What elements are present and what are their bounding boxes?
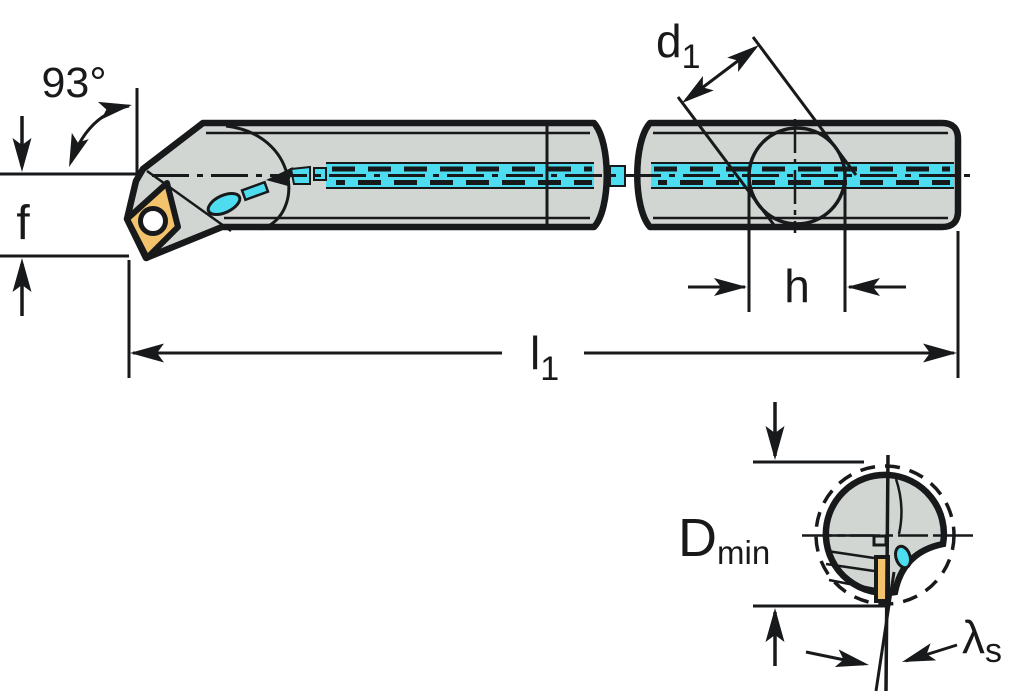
rotation-dashed-circle bbox=[814, 464, 956, 606]
h-extension-lines bbox=[747, 180, 847, 312]
angle-arc bbox=[69, 104, 130, 163]
h-arrowhead-left bbox=[714, 278, 747, 296]
d1-tangent-line-left bbox=[676, 96, 776, 226]
dmin-label: Dmin bbox=[678, 508, 770, 571]
dimension-lambda-s: λs bbox=[805, 611, 1002, 670]
lambda-arrowhead-left bbox=[834, 649, 869, 667]
l1-extension-lines bbox=[127, 231, 960, 378]
dimension-dmin: Dmin bbox=[678, 402, 886, 666]
dimension-approach-angle: 93° bbox=[41, 59, 139, 181]
d1-label: d1 bbox=[656, 15, 701, 76]
h-arrowhead-right bbox=[847, 278, 880, 296]
dimension-f: f bbox=[0, 116, 136, 316]
dmin-arrowhead-down bbox=[765, 426, 785, 460]
d1-arrowhead bbox=[682, 75, 714, 103]
f-arrowhead-up bbox=[12, 258, 32, 292]
f-arrowhead-down bbox=[12, 138, 32, 172]
coolant-nozzle bbox=[206, 165, 327, 217]
approach-angle-label: 93° bbox=[41, 59, 106, 107]
boring-bar-main-view bbox=[123, 119, 976, 262]
inclination-line bbox=[874, 571, 896, 691]
dmin-arrowhead-up bbox=[765, 608, 785, 642]
lambda-arrowhead-right bbox=[902, 643, 937, 662]
coolant-outlet bbox=[206, 191, 242, 217]
dimension-l1: l1 bbox=[127, 231, 960, 388]
section-body bbox=[822, 471, 948, 597]
dimension-h: h bbox=[688, 180, 906, 312]
insert-screw-hole bbox=[138, 206, 168, 236]
pocket-face-line bbox=[146, 169, 232, 233]
h-label: h bbox=[784, 260, 810, 312]
d1-tangent-line-right bbox=[751, 36, 858, 176]
dimension-d1: d1 bbox=[656, 15, 858, 226]
angle-arrowhead bbox=[97, 101, 132, 120]
l1-label: l1 bbox=[530, 327, 559, 388]
l1-arrowhead-right bbox=[923, 343, 957, 363]
f-label: f bbox=[16, 197, 30, 250]
f-extension-lines bbox=[0, 172, 136, 258]
cross-section-view bbox=[802, 454, 973, 691]
section-vertical-line bbox=[884, 454, 890, 691]
bar-head-and-shaft bbox=[123, 119, 610, 262]
lambda-s-label: λs bbox=[962, 611, 1002, 670]
shaft-inner-edge bbox=[206, 131, 948, 220]
d1-arrowhead bbox=[727, 45, 759, 73]
section-coolant-hole bbox=[894, 544, 912, 570]
l1-arrowhead-left bbox=[130, 343, 164, 363]
angle-arrowhead bbox=[69, 132, 89, 167]
coolant-jet-dash bbox=[240, 180, 270, 202]
coolant-channel-border bbox=[326, 162, 954, 189]
